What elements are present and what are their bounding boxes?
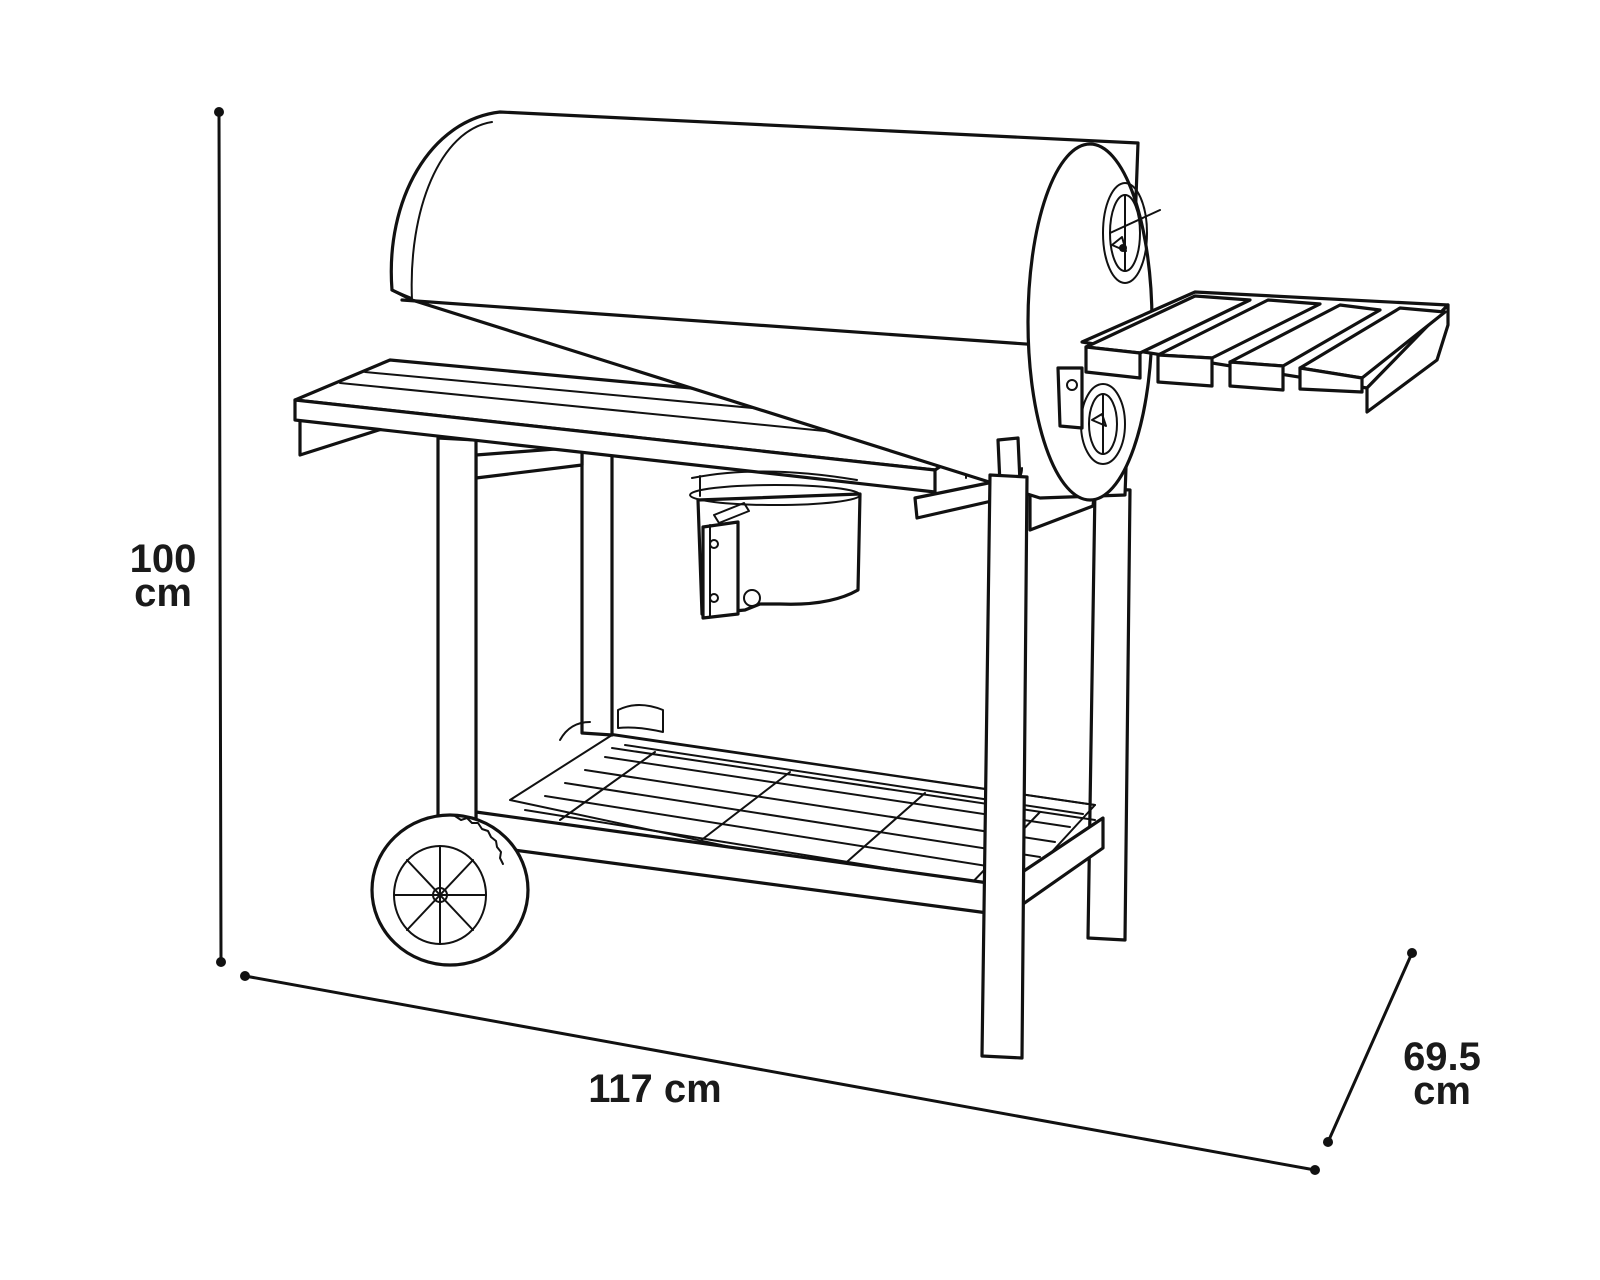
depth-dimension-label: 69.5 cm [1382,1035,1502,1113]
width-dimension-label: 117 cm [565,1067,745,1111]
front-right-leg [980,473,1029,1060]
lid-vent-damper [1102,182,1161,284]
height-dimension-line [214,107,226,967]
height-dimension-label: 100 cm [108,537,218,615]
height-unit: cm [134,571,192,615]
ash-bucket [689,470,862,620]
right-side-shelf [1080,290,1450,414]
shelf-slats [1084,294,1447,394]
wheel [370,813,530,967]
width-value: 117 cm [588,1067,722,1111]
width-dimension-line [240,971,1320,1175]
depth-dimension-line [1323,948,1417,1147]
barrel-grill-lid [389,110,1161,502]
depth-unit: cm [1413,1069,1471,1113]
height-value: 100 [129,537,197,581]
depth-value: 69.5 [1403,1035,1481,1079]
front-left-leg [436,436,478,862]
